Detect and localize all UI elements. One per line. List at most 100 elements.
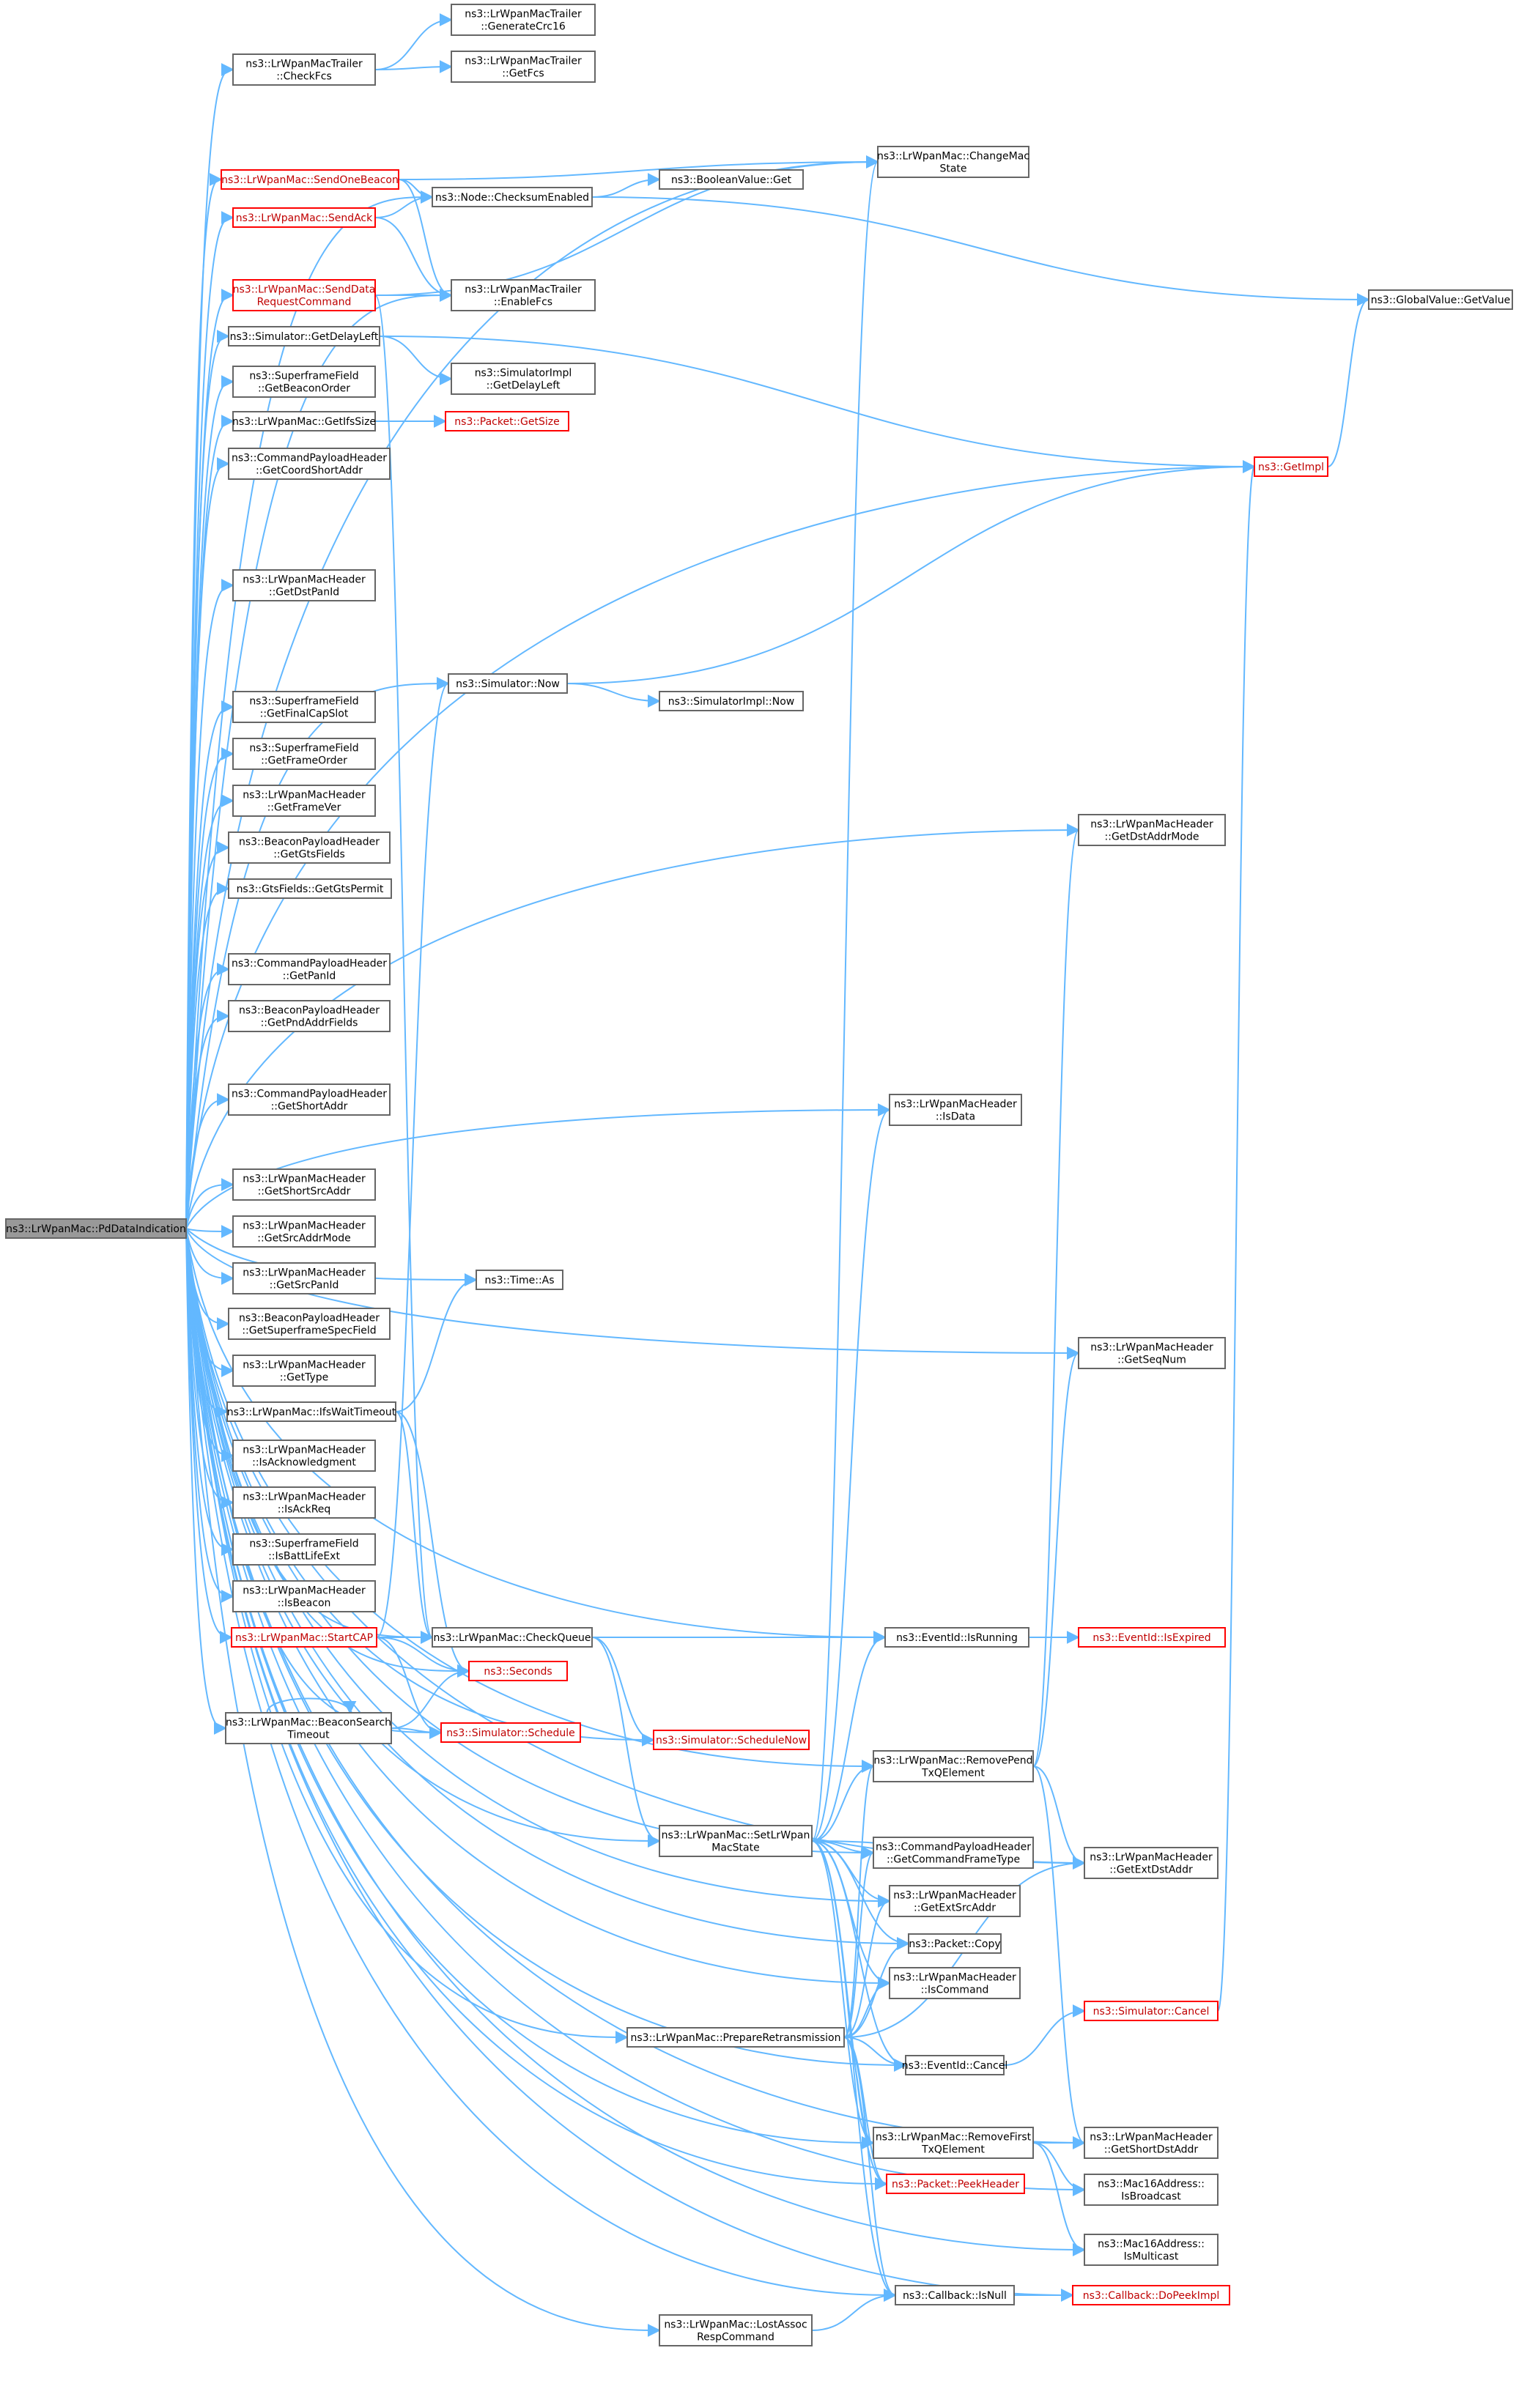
node-eventisrunning[interactable]: ns3::EventId::IsRunning xyxy=(884,1627,1029,1648)
node-label: ns3::CommandPayloadHeader xyxy=(876,1842,1031,1853)
node-prepareretrans[interactable]: ns3::LrWpanMac::PrepareRetransmission xyxy=(626,2027,845,2048)
node-getpndaddr[interactable]: ns3::BeaconPayloadHeader::GetPndAddrFiel… xyxy=(228,1000,391,1032)
node-getsrcaddrmode[interactable]: ns3::LrWpanMacHeader::GetSrcAddrMode xyxy=(232,1215,376,1248)
node-getframeorder[interactable]: ns3::SuperframeField::GetFrameOrder xyxy=(232,738,376,770)
node-label: ns3::LrWpanMac::ChangeMac xyxy=(877,151,1029,163)
call-edge-root-to-getsrcaddrmode xyxy=(185,1224,234,1238)
call-edge-root-to-iscommand xyxy=(185,1228,891,1990)
node-pktcopy[interactable]: ns3::Packet::Copy xyxy=(908,1933,1002,1954)
node-boolget[interactable]: ns3::BooleanValue::Get xyxy=(659,169,804,190)
node-pktgetsize[interactable]: ns3::Packet::GetSize xyxy=(445,411,569,431)
node-dopeekimpl[interactable]: ns3::Callback::DoPeekImpl xyxy=(1072,2285,1230,2305)
node-simschedule[interactable]: ns3::Simulator::Schedule xyxy=(440,1722,581,1743)
node-startcap[interactable]: ns3::LrWpanMac::StartCAP xyxy=(231,1627,377,1648)
node-eventcancel[interactable]: ns3::EventId::Cancel xyxy=(902,2055,1008,2075)
call-edge-startcap-to-simnow xyxy=(376,677,450,1638)
node-isackreq[interactable]: ns3::LrWpanMacHeader::IsAckReq xyxy=(232,1486,376,1519)
node-callbackisnull[interactable]: ns3::Callback::IsNull xyxy=(895,2285,1015,2305)
node-box xyxy=(884,1627,1029,1648)
node-box xyxy=(1084,2127,1219,2159)
node-checksum[interactable]: ns3::Node::ChecksumEnabled xyxy=(432,187,593,207)
node-getbeaconorder[interactable]: ns3::SuperframeField::GetBeaconOrder xyxy=(232,366,376,398)
node-sendack[interactable]: ns3::LrWpanMac::SendAck xyxy=(232,207,376,228)
node-label: ns3::SuperframeField xyxy=(249,371,358,382)
node-getgtsfields[interactable]: ns3::BeaconPayloadHeader::GetGtsFields xyxy=(228,831,391,864)
node-ifswait[interactable]: ns3::LrWpanMac::IfsWaitTimeout xyxy=(226,1401,396,1422)
node-isack[interactable]: ns3::LrWpanMacHeader::IsAcknowledgment xyxy=(232,1440,376,1472)
node-box xyxy=(468,1661,568,1681)
node-box xyxy=(476,1270,563,1290)
call-edge-lostassoc-to-callbackisnull xyxy=(811,2289,897,2331)
node-getpanid[interactable]: ns3::CommandPayloadHeader::GetPanId xyxy=(228,953,391,985)
node-getextdst[interactable]: ns3::LrWpanMacHeader::GetExtDstAddr xyxy=(1084,1847,1219,1879)
call-edge-removefirst-to-isbroadcast xyxy=(1032,2142,1086,2196)
node-globalget[interactable]: ns3::GlobalValue::GetValue xyxy=(1368,289,1513,310)
node-box xyxy=(440,1722,581,1743)
node-getshortsrc[interactable]: ns3::LrWpanMacHeader::GetShortSrcAddr xyxy=(232,1168,376,1201)
node-isbroadcast[interactable]: ns3::Mac16Address::IsBroadcast xyxy=(1084,2174,1219,2206)
node-seconds[interactable]: ns3::Seconds xyxy=(468,1661,568,1681)
node-sendonebeacon[interactable]: ns3::LrWpanMac::SendOneBeacon xyxy=(221,169,399,190)
node-gettype[interactable]: ns3::LrWpanMacHeader::GetType xyxy=(232,1355,376,1387)
node-getsrcpanid[interactable]: ns3::LrWpanMacHeader::GetSrcPanId xyxy=(232,1262,376,1294)
node-getseqnum[interactable]: ns3::LrWpanMacHeader::GetSeqNum xyxy=(1078,1337,1226,1369)
node-timeas[interactable]: ns3::Time::As xyxy=(476,1270,563,1290)
node-label: ns3::Callback::DoPeekImpl xyxy=(1083,2290,1220,2302)
node-label: ns3::LrWpanMacHeader xyxy=(243,1267,366,1279)
node-ismulticast[interactable]: ns3::Mac16Address::IsMulticast xyxy=(1084,2234,1219,2266)
call-edge-setlrwpan-to-isdata xyxy=(811,1103,891,1842)
node-box xyxy=(5,1218,187,1239)
node-box xyxy=(232,1533,376,1566)
node-box xyxy=(451,363,596,395)
node-simcancel[interactable]: ns3::Simulator::Cancel xyxy=(1084,2001,1219,2021)
node-getfinalcap[interactable]: ns3::SuperframeField::GetFinalCapSlot xyxy=(232,691,376,723)
node-getdelayleft[interactable]: ns3::Simulator::GetDelayLeft xyxy=(228,326,380,347)
call-edge-setlrwpan-to-removefirst xyxy=(811,1840,875,2149)
node-peekheader[interactable]: ns3::Packet::PeekHeader xyxy=(886,2174,1025,2194)
node-getframever[interactable]: ns3::LrWpanMacHeader::GetFrameVer xyxy=(232,785,376,817)
node-box xyxy=(231,1627,377,1648)
call-edge-getdelayleft-to-simimpldelay xyxy=(379,336,453,385)
node-label: ::GetSrcPanId xyxy=(270,1280,339,1292)
call-edge-root-to-getimpl xyxy=(185,460,1256,1229)
node-getdstpanid[interactable]: ns3::LrWpanMacHeader::GetDstPanId xyxy=(232,569,376,601)
node-label: ns3::SimulatorImpl::Now xyxy=(668,696,795,708)
node-getgtspermit[interactable]: ns3::GtsFields::GetGtsPermit xyxy=(228,878,392,899)
node-gencrc[interactable]: ns3::LrWpanMacTrailer::GenerateCrc16 xyxy=(451,4,596,36)
node-getifssize[interactable]: ns3::LrWpanMac::GetIfsSize xyxy=(232,411,376,431)
node-simimplnow[interactable]: ns3::SimulatorImpl::Now xyxy=(659,691,804,711)
node-isbeacon[interactable]: ns3::LrWpanMacHeader::IsBeacon xyxy=(232,1580,376,1612)
call-edge-root-to-sendonebeacon xyxy=(185,173,223,1229)
node-checkfcs[interactable]: ns3::LrWpanMacTrailer::CheckFcs xyxy=(232,53,376,86)
node-checkqueue[interactable]: ns3::LrWpanMac::CheckQueue xyxy=(432,1627,593,1648)
node-simnow[interactable]: ns3::Simulator::Now xyxy=(448,673,568,694)
node-getcmdframe[interactable]: ns3::CommandPayloadHeader::GetCommandFra… xyxy=(873,1837,1034,1869)
node-getshortdst[interactable]: ns3::LrWpanMacHeader::GetShortDstAddr xyxy=(1084,2127,1219,2159)
node-isdata[interactable]: ns3::LrWpanMacHeader::IsData xyxy=(889,1094,1022,1126)
node-getimpl[interactable]: ns3::GetImpl xyxy=(1254,456,1328,477)
call-edge-setlrwpan-to-callbackisnull xyxy=(811,1840,897,2302)
node-getdstaddrmode[interactable]: ns3::LrWpanMacHeader::GetDstAddrMode xyxy=(1078,814,1226,846)
node-label: ::GetExtDstAddr xyxy=(1109,1864,1193,1876)
node-iscommand[interactable]: ns3::LrWpanMacHeader::IsCommand xyxy=(889,1967,1021,1999)
node-getfcs[interactable]: ns3::LrWpanMacTrailer::GetFcs xyxy=(451,51,596,83)
node-label: ns3::LrWpanMac::PrepareRetransmission xyxy=(631,2032,841,2044)
node-getextsrc[interactable]: ns3::LrWpanMacHeader::GetExtSrcAddr xyxy=(889,1885,1021,1917)
node-getsuperframe[interactable]: ns3::BeaconPayloadHeader::GetSuperframeS… xyxy=(228,1308,391,1340)
node-schedulenow[interactable]: ns3::Simulator::ScheduleNow xyxy=(653,1730,810,1750)
node-root[interactable]: ns3::LrWpanMac::PdDataIndication xyxy=(5,1218,187,1239)
node-eventisexpired[interactable]: ns3::EventId::IsExpired xyxy=(1078,1627,1226,1648)
node-getcoordshort[interactable]: ns3::CommandPayloadHeader::GetCoordShort… xyxy=(228,448,391,480)
node-simimpldelay[interactable]: ns3::SimulatorImpl::GetDelayLeft xyxy=(451,363,596,395)
node-getshortaddr[interactable]: ns3::CommandPayloadHeader::GetShortAddr xyxy=(228,1083,391,1116)
node-isbattlife[interactable]: ns3::SuperframeField::IsBattLifeExt xyxy=(232,1533,376,1566)
node-enablefcs[interactable]: ns3::LrWpanMacTrailer::EnableFcs xyxy=(451,279,596,311)
node-label: ns3::LrWpanMacHeader xyxy=(243,1220,366,1232)
